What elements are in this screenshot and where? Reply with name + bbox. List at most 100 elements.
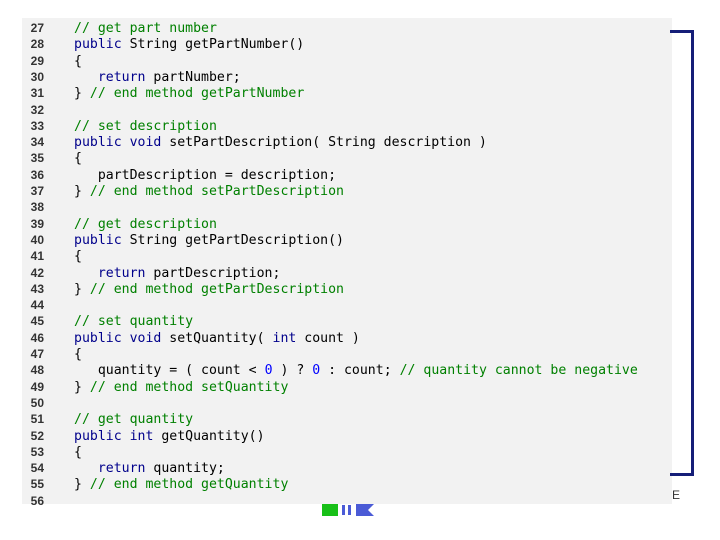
code-text: // set quantity xyxy=(74,314,193,330)
code-line: 47 { xyxy=(22,346,82,362)
code-text: return partNumber; xyxy=(74,70,241,86)
line-number: 39 xyxy=(30,216,44,231)
line-number: 34 xyxy=(30,135,44,150)
code-token: 0 xyxy=(312,363,321,379)
code-line: 49} // end method setQuantity xyxy=(22,379,289,395)
line-number: 42 xyxy=(30,265,44,280)
code-token: // end method getQuantity xyxy=(89,477,289,493)
code-token: String getPartNumber() xyxy=(121,37,305,53)
code-token: // end method setPartDescription xyxy=(89,184,344,199)
code-token xyxy=(74,266,98,281)
code-line: 42 return partDescription; xyxy=(22,265,281,282)
code-line: 43} // end method getPartDescription xyxy=(22,281,344,297)
line-number: 31 xyxy=(30,86,44,101)
code-text: { xyxy=(74,347,82,363)
line-number: 50 xyxy=(30,395,44,410)
code-text: } // end method setPartDescription xyxy=(74,184,344,200)
code-token: public xyxy=(74,37,122,53)
code-line: 28 public String getPartNumber() xyxy=(22,36,305,53)
code-token: { xyxy=(74,347,82,362)
code-token: partDescription = description; xyxy=(74,167,337,183)
code-line: 55} // end method getQuantity xyxy=(22,476,289,493)
blue-arrow-icon[interactable] xyxy=(356,504,374,516)
code-text: { xyxy=(74,151,82,167)
code-token: quantity = ( count < xyxy=(74,363,265,379)
code-text: // get description xyxy=(74,217,217,233)
code-token: setPartDescription( String description ) xyxy=(161,135,487,151)
green-square-icon[interactable] xyxy=(322,504,338,516)
code-token: { xyxy=(74,444,82,460)
code-text: { xyxy=(74,445,82,461)
code-token: } xyxy=(74,184,90,199)
code-token: quantity; xyxy=(145,461,225,477)
code-token: // set description xyxy=(74,118,217,134)
code-token: } xyxy=(74,477,90,493)
code-token: count ) xyxy=(296,330,360,346)
code-line: 36 partDescription = description; xyxy=(22,167,336,183)
code-line: 54 return quantity; xyxy=(22,460,225,476)
code-text: return quantity; xyxy=(74,461,225,477)
line-number: 32 xyxy=(30,102,44,117)
blue-bars-icon[interactable] xyxy=(342,505,351,515)
code-token: int xyxy=(272,330,297,346)
code-text: public int getQuantity() xyxy=(74,429,265,445)
line-number: 46 xyxy=(30,330,44,345)
code-token: setQuantity( xyxy=(161,330,273,346)
code-token: ) ? xyxy=(272,363,313,379)
code-token: : count; xyxy=(320,363,400,379)
code-line: 51// get quantity xyxy=(22,411,193,427)
code-line: 27// get part number xyxy=(22,20,217,36)
code-line: 34 public void setPartDescription( String… xyxy=(22,134,487,150)
line-number: 29 xyxy=(30,53,44,68)
code-text: } // end method getPartDescription xyxy=(74,282,344,298)
code-token: 0 xyxy=(264,363,273,379)
code-token: getQuantity() xyxy=(153,428,265,444)
code-token: partDescription; xyxy=(145,265,281,281)
code-line: 30 return partNumber; xyxy=(22,69,241,85)
code-token: public xyxy=(74,232,122,248)
code-token: } xyxy=(74,281,90,297)
line-number: 44 xyxy=(30,298,44,313)
code-token: public void xyxy=(74,330,162,346)
code-line: 38 xyxy=(22,199,74,215)
code-token xyxy=(74,70,98,85)
line-number: 48 xyxy=(30,363,44,378)
code-line: 48 quantity = ( count < 0 ) ? 0 : count;… xyxy=(22,362,638,378)
code-text: public void setPartDescription( String d… xyxy=(74,135,487,151)
code-token: { xyxy=(74,249,82,265)
code-token: return xyxy=(97,69,146,85)
line-number: 49 xyxy=(30,379,44,394)
line-number: 33 xyxy=(30,118,44,133)
code-line: 41 { xyxy=(22,248,82,264)
code-text: } // end method getQuantity xyxy=(74,477,288,493)
line-number: 45 xyxy=(30,314,44,329)
code-token: partNumber; xyxy=(145,69,241,85)
line-number: 53 xyxy=(30,444,44,459)
code-text: return partDescription; xyxy=(74,265,281,282)
line-number: 37 xyxy=(30,184,44,198)
line-number: 38 xyxy=(30,200,44,215)
line-number: 55 xyxy=(30,477,44,492)
code-text: } // end method getPartNumber xyxy=(74,86,304,102)
code-line: 32 xyxy=(22,102,74,118)
code-text: public void setQuantity( int count ) xyxy=(74,331,360,347)
code-token: // end method setQuantity xyxy=(89,379,289,395)
code-token: // end method getPartDescription xyxy=(89,281,344,297)
line-number: 41 xyxy=(30,249,44,264)
code-token: return xyxy=(97,265,146,281)
corner-letter: E xyxy=(672,488,681,502)
code-text: public String getPartDescription() xyxy=(74,233,344,249)
code-token: public void xyxy=(74,135,162,151)
line-number: 35 xyxy=(30,151,44,166)
code-bracket xyxy=(670,30,694,476)
line-number: 30 xyxy=(30,69,44,84)
code-line: 31 } // end method getPartNumber xyxy=(22,85,305,102)
code-token: String getPartDescription() xyxy=(121,232,344,248)
code-token: // get description xyxy=(74,216,217,232)
line-number: 47 xyxy=(30,347,44,361)
code-token: return xyxy=(97,461,146,477)
line-number: 27 xyxy=(30,21,44,35)
line-number: 28 xyxy=(30,37,44,52)
